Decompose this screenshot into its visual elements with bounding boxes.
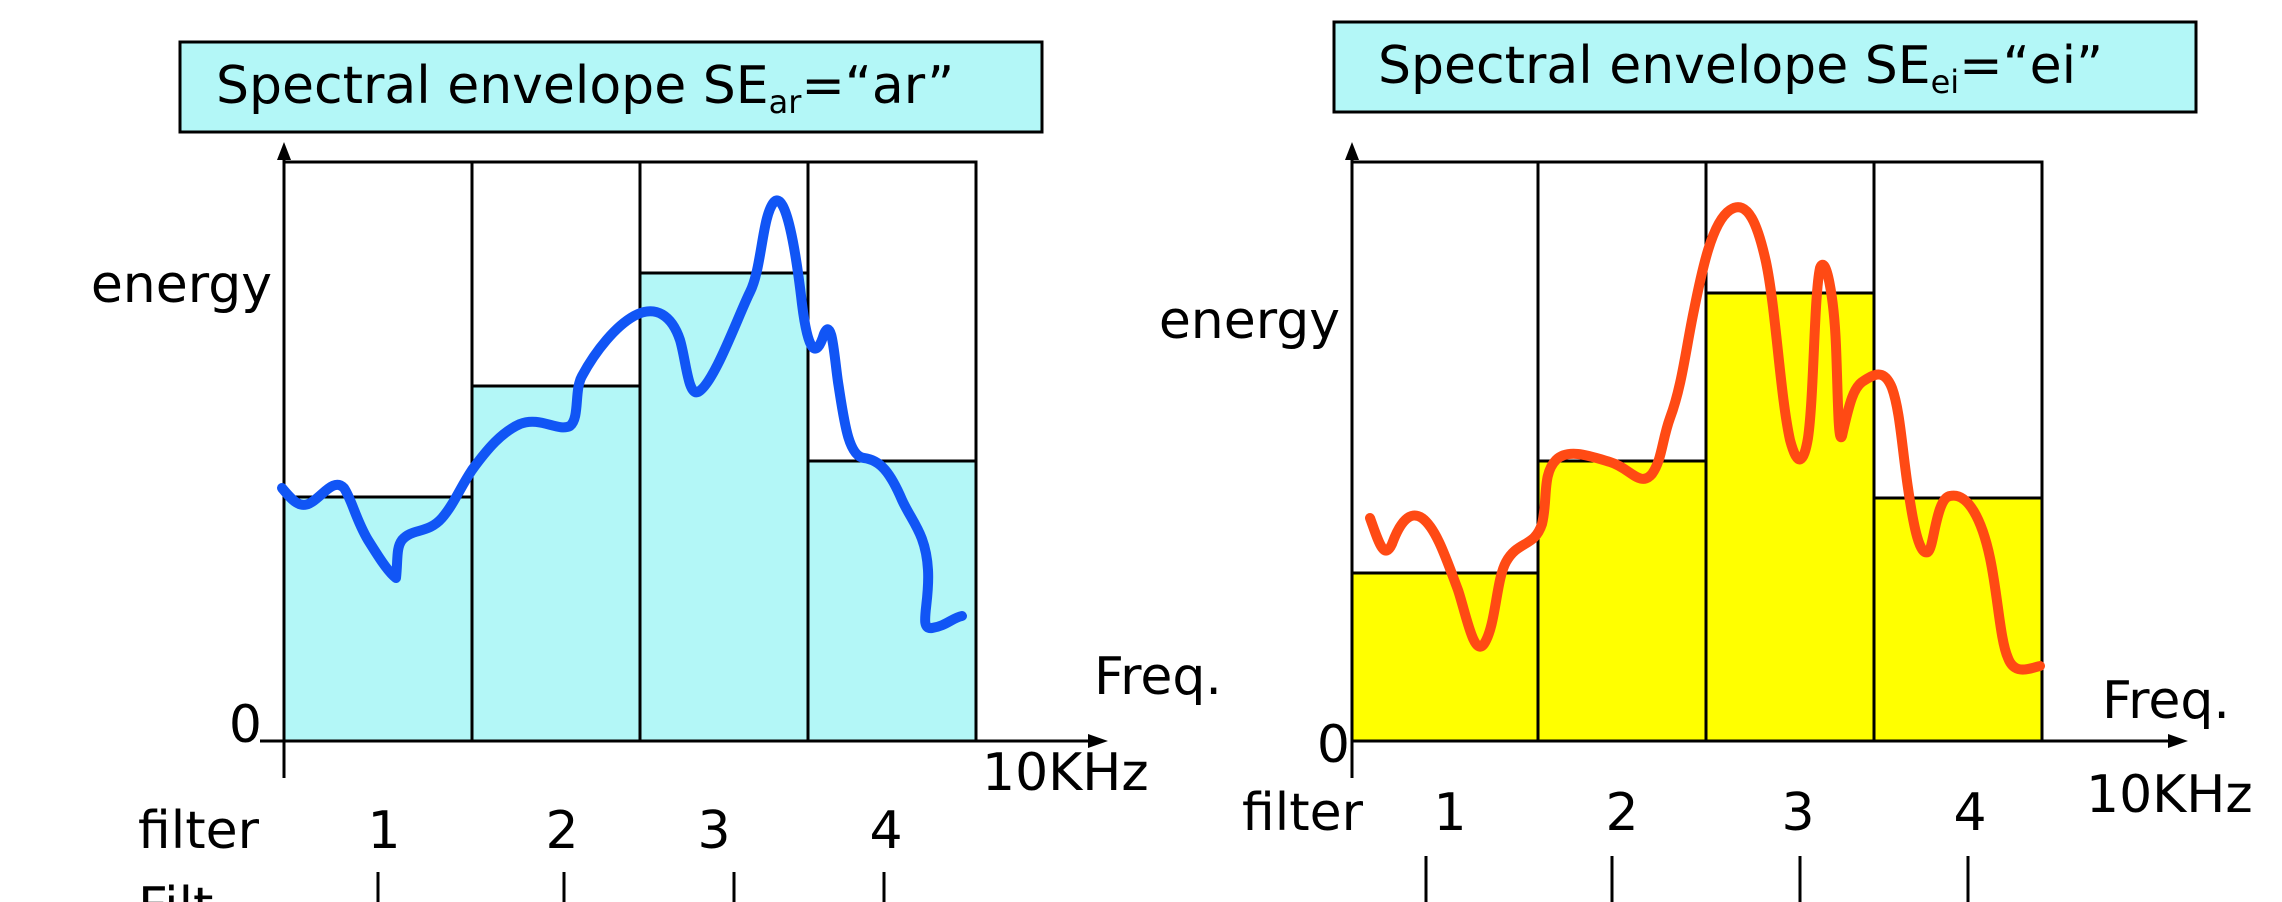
chart-ei-filter-number-1: 1 (1433, 783, 1466, 843)
chart-ei-filter-bar-3 (1704, 291, 1876, 743)
chart-ei-title-suffix: =“ei” (1959, 36, 2103, 96)
chart-ei-title-prefix: Spectral envelope SE (1378, 36, 1931, 96)
chart-ar-filter-bar-2 (470, 384, 642, 743)
chart-ar: Spectral envelope SEar=“ar” energy 0 Fre… (91, 40, 1222, 902)
chart-ar-title: Spectral envelope SEar=“ar” (216, 56, 954, 121)
chart-ar-title-box (178, 40, 1044, 134)
chart-ar-filter-label: filter (138, 801, 260, 861)
chart-ar-filter-number-3: 3 (697, 801, 730, 861)
chart-ar-filter-bar-4 (806, 459, 978, 743)
chart-ar-zero-label: 0 (229, 695, 262, 755)
chart-ei-filter-bar-2 (1536, 459, 1708, 743)
chart-ei-filter-label: filter (1242, 783, 1364, 843)
chart-ar-filter-bar-1 (282, 495, 474, 743)
chart-ei-x-label: Freq. (2102, 671, 2230, 731)
chart-ar-envelope-curve (277, 195, 967, 633)
chart-ar-filter-number-2: 2 (545, 801, 578, 861)
chart-ei-filter-bar-4 (1872, 496, 2044, 743)
chart-ar-filter-number-1: 1 (367, 801, 400, 861)
chart-ar-title-subscript: ar (769, 83, 803, 121)
chart-ei-zero-label: 0 (1317, 715, 1350, 775)
chart-ei-title-subscript: ei (1931, 63, 1960, 101)
chart-ei-title-box (1332, 20, 2198, 114)
chart-ei-x-max-label: 10KHz (2086, 765, 2253, 825)
chart-ar-title-prefix: Spectral envelope SE (216, 56, 769, 116)
chart-ei-y-axis-arrow (1345, 142, 1359, 160)
chart-ei-x-axis-arrow (2168, 734, 2188, 748)
chart-ar-x-max-label: 10KHz (982, 743, 1149, 803)
chart-ar-x-axis-arrow (1088, 734, 1108, 748)
chart-ei-y-label: energy (1159, 291, 1340, 351)
chart-ar-x-label: Freq. (1094, 647, 1222, 707)
chart-ar-y-axis-arrow (277, 142, 291, 160)
chart-ei-envelope-curve (1365, 202, 2045, 675)
chart-ei-filter-number-3: 3 (1781, 783, 1814, 843)
bottom-partial-text: Filt (138, 877, 213, 902)
chart-ar-title-suffix: =“ar” (801, 56, 954, 116)
chart-ei-filter-number-2: 2 (1605, 783, 1638, 843)
chart-ei-filter-number-4: 4 (1953, 783, 1986, 843)
chart-ei-filter-bar-1 (1350, 571, 1540, 743)
chart-ei: Spectral envelope SEei=“ei” energy 0 Fre… (1159, 20, 2253, 902)
chart-ar-y-label: energy (91, 255, 272, 315)
chart-ei-title: Spectral envelope SEei=“ei” (1378, 36, 2103, 101)
chart-ar-filter-number-4: 4 (869, 801, 902, 861)
